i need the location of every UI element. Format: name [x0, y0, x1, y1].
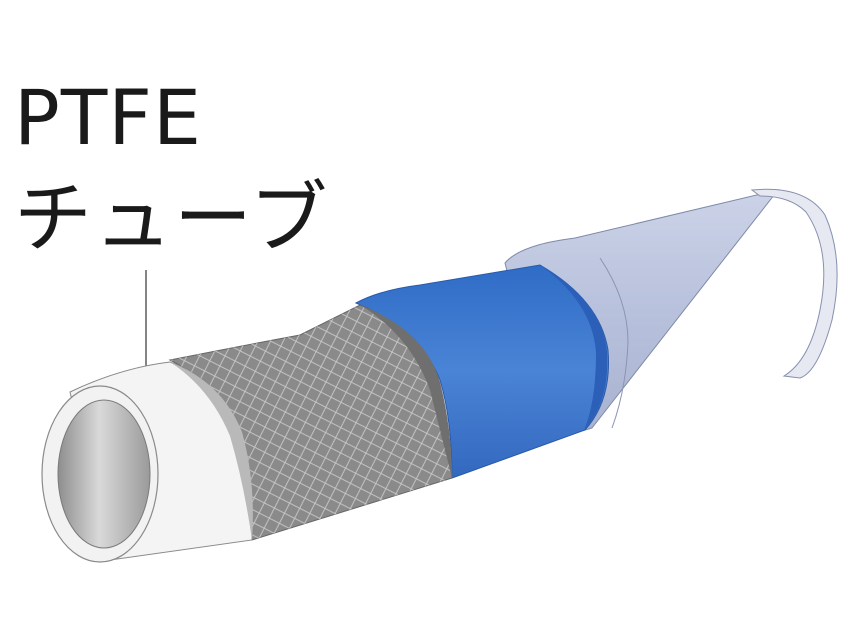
label-line-2: チューブ: [14, 174, 330, 264]
tube-end-section: [41, 385, 159, 563]
label-line-1: PTFE: [14, 73, 202, 162]
